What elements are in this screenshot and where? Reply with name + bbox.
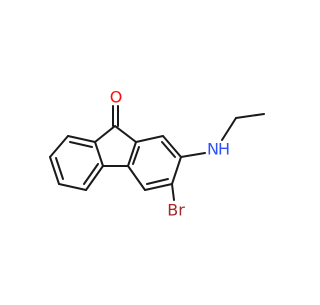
- bond-c2-n: [180, 152, 206, 158]
- atom-label-bromine: Br: [167, 201, 185, 220]
- bond-c9-c9a: [114, 125, 137, 143]
- atom-label-hydrogen: H: [218, 140, 230, 159]
- bond-c1-c2: [162, 135, 182, 158]
- bond-c6-c5: [58, 183, 87, 191]
- bond-c8a-c8: [67, 135, 96, 143]
- bond-c3-c4: [144, 183, 173, 191]
- bond-c4b-c9a-inner: [132, 146, 140, 165]
- bond-c7-c6: [49, 156, 60, 185]
- bond-c9-c8a: [94, 125, 116, 143]
- atom-label-layer: O N H Br: [110, 88, 230, 220]
- bond-c3-br: [171, 183, 175, 201]
- bond-c3-c4-inner: [146, 178, 169, 185]
- bond-c4-c4b: [127, 165, 146, 191]
- bond-c5-c4a: [85, 165, 104, 191]
- molecule-structure-diagram: O N H Br: [49, 88, 265, 220]
- bond-c5-c4a-inner: [83, 163, 99, 185]
- bond-c8a-c8-inner: [69, 141, 93, 148]
- bond-c7-c6-inner: [55, 157, 64, 180]
- bond-c1-c2-inner: [161, 141, 176, 158]
- bond-c2-c3: [171, 156, 182, 185]
- bond-layer: [49, 105, 265, 201]
- bond-c9a-c1: [135, 135, 164, 143]
- bond-c8a-c4a: [94, 141, 104, 167]
- structure-canvas: O N H Br: [49, 88, 265, 220]
- bond-c9a-c4b: [127, 141, 137, 167]
- atom-label-nitrogen: N: [207, 140, 219, 159]
- bond-n-ch2: [221, 117, 237, 141]
- atom-label-oxygen: O: [110, 88, 123, 107]
- bond-ch2-ch3: [235, 113, 265, 119]
- bond-c8-c7: [49, 135, 69, 158]
